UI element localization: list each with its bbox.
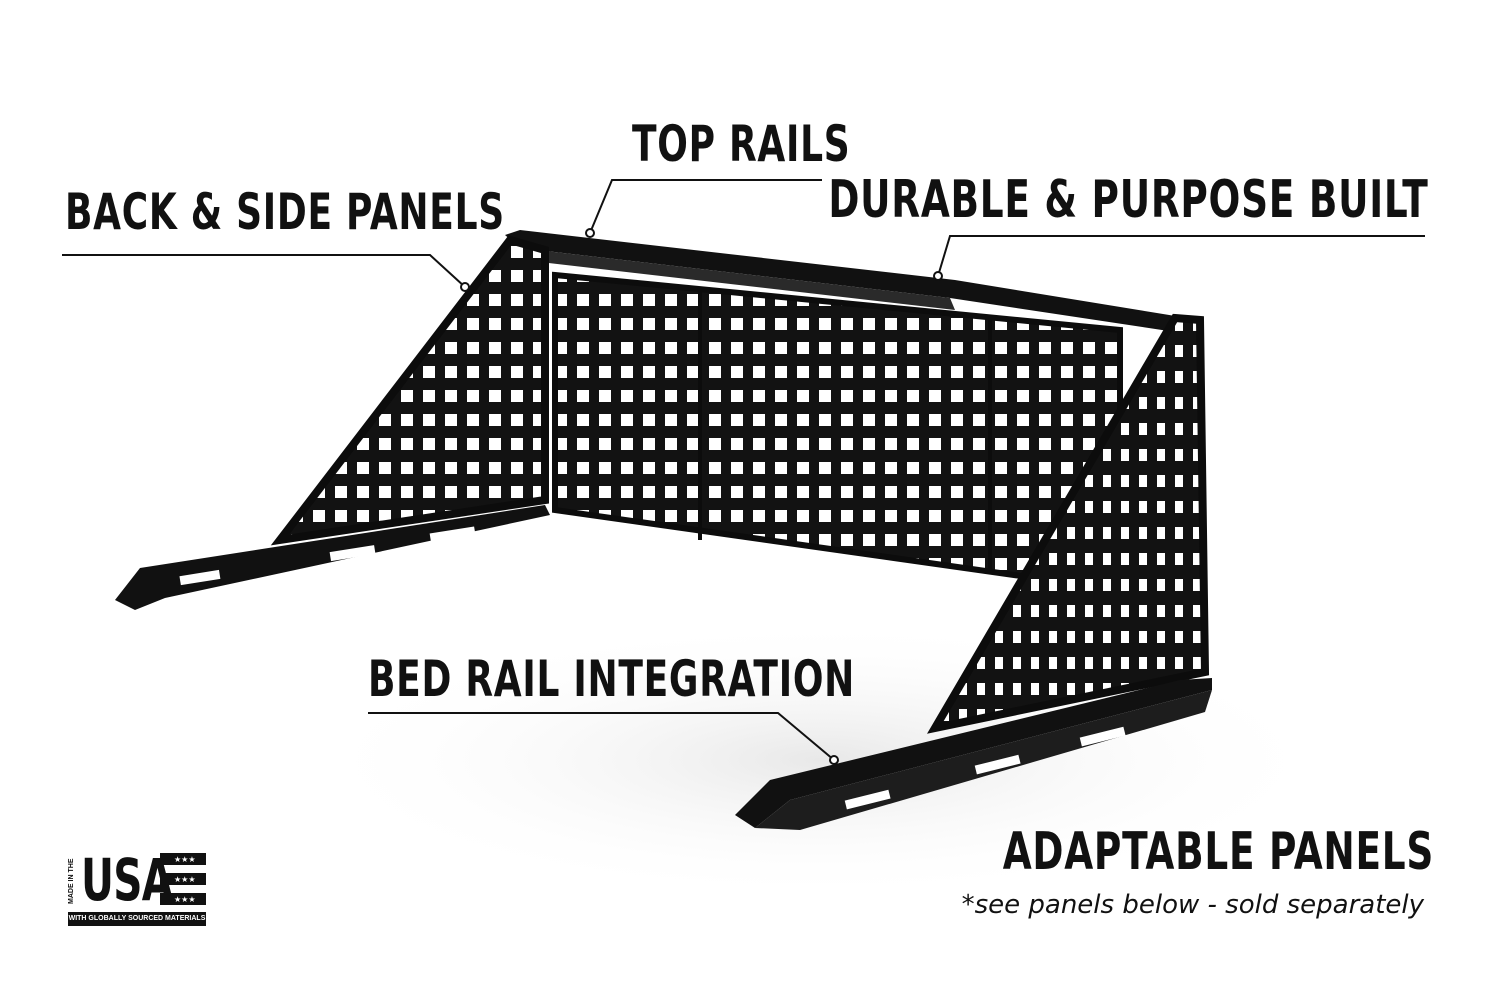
usa-flag-icon: ★★★ ★★★ ★★★ <box>160 853 206 905</box>
badge-made-in-text: MADE IN THE <box>68 858 75 904</box>
badge-subtitle: WITH GLOBALLY SOURCED MATERIALS <box>68 912 206 926</box>
svg-text:★★★: ★★★ <box>174 875 196 884</box>
callout-durable-purpose-built: DURABLE & PURPOSE BUILT <box>827 170 1428 230</box>
callout-bed-rail-integration: BED RAIL INTEGRATION <box>368 650 855 708</box>
callout-adaptable-panels: ADAPTABLE PANELS <box>1002 822 1434 882</box>
svg-text:★★★: ★★★ <box>174 855 196 864</box>
svg-text:★★★: ★★★ <box>174 895 196 904</box>
callout-top-rails: TOP RAILS <box>632 115 851 173</box>
callout-back-side-panels: BACK & SIDE PANELS <box>65 183 505 241</box>
badge-usa-text: USA <box>81 846 173 914</box>
sold-separately-note: *see panels below - sold separately <box>961 890 1424 920</box>
made-in-usa-badge: MADE IN THE USA ★★★ ★★★ ★★★ WITH GLOBALL… <box>68 846 210 928</box>
